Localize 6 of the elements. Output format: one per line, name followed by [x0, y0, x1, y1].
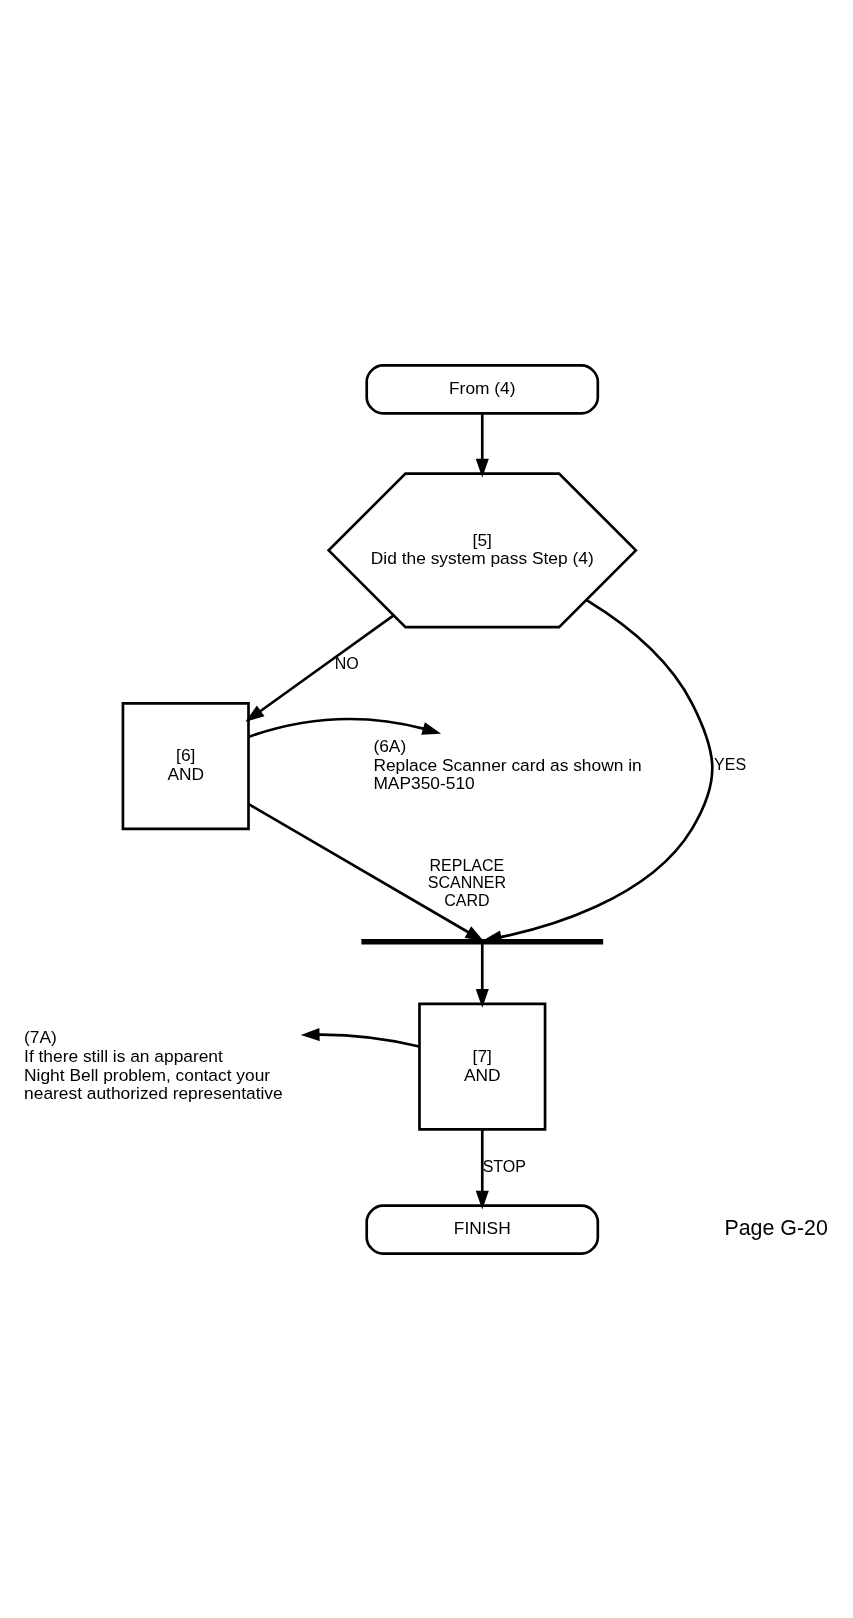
label: Page G-20 — [724, 1215, 828, 1240]
edge-label: YES — [714, 754, 747, 773]
edge-label: REPLACE SCANNER CARD — [427, 855, 507, 909]
node-text: (7A) If there still is an apparent Night Bell problem, contact your nearest authorized representative — [24, 1026, 283, 1103]
edge-label: NO — [334, 653, 359, 672]
node-text: (6A) Replace Scanner card as shown in MAP350-510 — [373, 735, 642, 793]
